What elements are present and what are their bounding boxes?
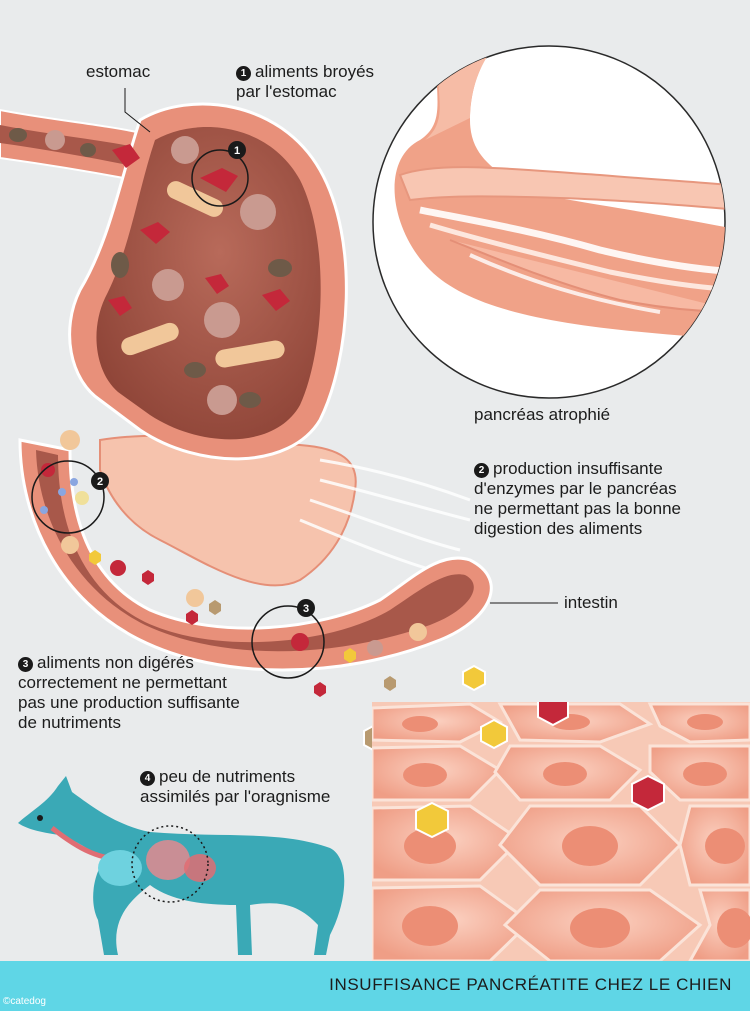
- step1-number: 1: [236, 66, 251, 81]
- pancreas-label: pancréas atrophié: [474, 405, 611, 424]
- step2-line4: digestion des aliments: [474, 519, 643, 538]
- step3-line1: 3 aliments non digérés: [18, 653, 240, 673]
- step3-line2: correctement ne permettant: [18, 673, 227, 692]
- food-pieces: [9, 128, 427, 656]
- illustration: 1 2 3: [0, 45, 750, 961]
- step4-number: 4: [140, 771, 155, 786]
- intestine: [18, 438, 493, 672]
- intestinal-cells: [372, 702, 750, 961]
- step4-label: 4 peu de nutriments assimilés par l'oragn…: [140, 767, 330, 807]
- pancreas-zoom-circle: [372, 45, 726, 399]
- step3-label: 3 aliments non digérés correctement ne pe…: [18, 653, 240, 733]
- step3-number: 3: [18, 657, 33, 672]
- step3-text1: aliments non digérés: [37, 653, 194, 672]
- step2-line3: ne permettant pas la bonne: [474, 499, 681, 518]
- step4-text1: peu de nutriments: [159, 767, 296, 786]
- dog-silhouette: [18, 776, 345, 955]
- step2-number: 2: [474, 463, 489, 478]
- credit-text: ©catedog: [3, 996, 46, 1007]
- esophagus-inside: [0, 125, 152, 170]
- step4-line2: assimilés par l'oragnisme: [140, 787, 331, 806]
- leader-lines: [124, 88, 558, 604]
- step1-label: 1 aliments broyés par l'estomac: [236, 62, 374, 102]
- step4-line1: 4 peu de nutriments: [140, 767, 330, 787]
- marker-1-number: 1: [234, 145, 240, 157]
- step1-line2: par l'estomac: [236, 82, 337, 101]
- marker-3-number: 3: [303, 603, 309, 615]
- marker-circle-2: [31, 460, 109, 534]
- step1-line1: 1 aliments broyés: [236, 62, 374, 82]
- marker-circle-3: [251, 599, 325, 679]
- intestine-label: intestin: [564, 593, 618, 612]
- step3-line3: pas une production suffisante: [18, 693, 240, 712]
- marker-circle-1: [191, 141, 249, 207]
- step2-line2: d'enzymes par le pancréas: [474, 479, 677, 498]
- stomach-label: estomac: [86, 62, 151, 81]
- step3-line4: de nutriments: [18, 713, 121, 732]
- title-banner: INSUFFISANCE PANCRÉATITE CHEZ LE CHIEN: [0, 961, 750, 1011]
- step2-line1: 2 production insuffisante: [474, 459, 681, 479]
- step1-text1: aliments broyés: [255, 62, 375, 81]
- marker-2-number: 2: [97, 476, 103, 488]
- step2-text1: production insuffisante: [493, 459, 663, 478]
- banner-title: INSUFFISANCE PANCRÉATITE CHEZ LE CHIEN: [329, 975, 732, 994]
- step2-label: 2 production insuffisante d'enzymes par l…: [474, 459, 681, 539]
